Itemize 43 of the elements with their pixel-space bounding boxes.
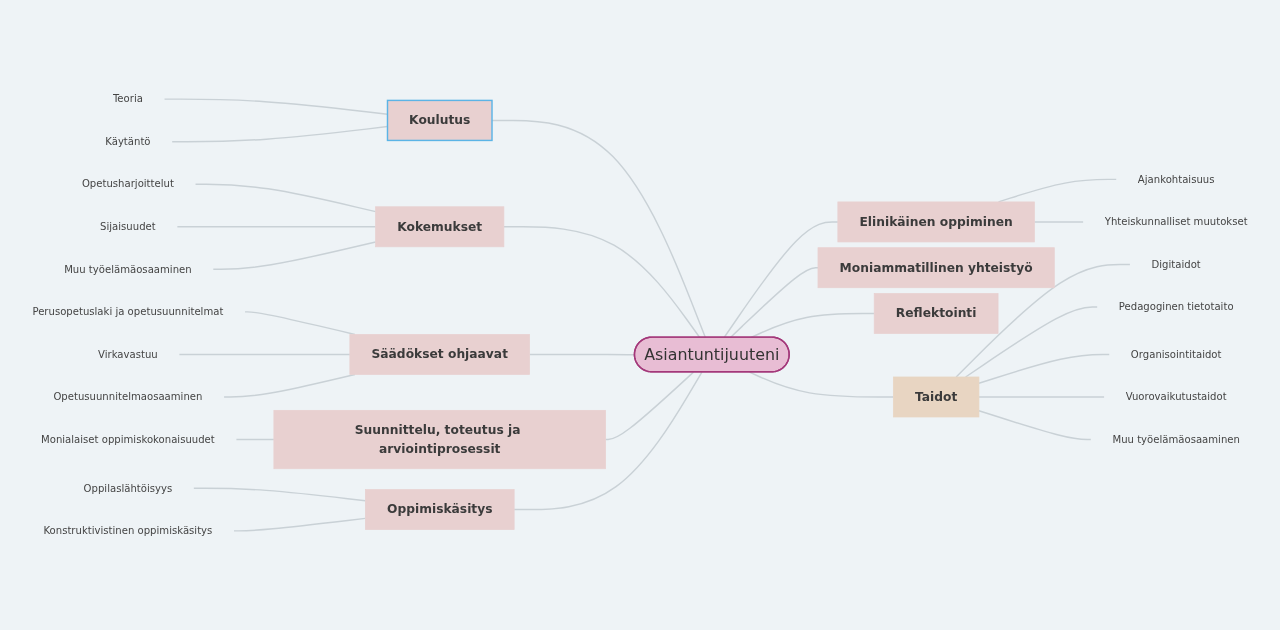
node-text: Opetusuunnitelmaosaaminen bbox=[53, 390, 203, 403]
node-text: Sijaisuudet bbox=[100, 220, 156, 233]
node-box bbox=[386, 99, 493, 142]
node-text: Teoria bbox=[112, 93, 143, 105]
node-text: Digitaidot bbox=[1151, 258, 1201, 270]
connector bbox=[604, 371, 695, 441]
node-box bbox=[873, 293, 999, 334]
node-text: Virkavastuu bbox=[98, 348, 158, 360]
connector bbox=[178, 353, 351, 356]
node-text: Perusopetuslaki ja opetusuunnitelmat bbox=[32, 305, 224, 318]
node-text: Monialaiset oppimiskokonaisuudet bbox=[41, 433, 215, 445]
node-box bbox=[349, 334, 530, 375]
node-box bbox=[375, 206, 505, 248]
node-text: Vuorovaikutustaidot bbox=[1125, 390, 1227, 403]
connector bbox=[513, 371, 703, 511]
connector bbox=[235, 438, 275, 441]
node-text: Opetusharjoittelut bbox=[81, 178, 174, 190]
node-text: Yhteiskunnalliset muutokset bbox=[1104, 215, 1248, 228]
connector bbox=[193, 487, 367, 502]
connector bbox=[729, 267, 819, 339]
node-text: Konstruktivistinen oppimiskäsitys bbox=[43, 524, 213, 537]
node-box bbox=[837, 201, 1035, 243]
node-text: Muu työelämäosaaminen bbox=[1112, 433, 1240, 445]
node-text: Käytäntö bbox=[105, 135, 151, 148]
node-box bbox=[365, 489, 515, 530]
connector bbox=[194, 183, 377, 213]
connector bbox=[176, 226, 377, 228]
connector bbox=[978, 353, 1110, 384]
connector bbox=[503, 226, 701, 339]
connector bbox=[955, 263, 1131, 378]
connector bbox=[978, 410, 1092, 441]
node-text: Muu työelämäosaaminen bbox=[64, 263, 192, 275]
connector bbox=[723, 221, 839, 339]
node-text: Pedagoginen tietotaito bbox=[1118, 300, 1234, 313]
node-text: Organisointitaidot bbox=[1130, 348, 1222, 360]
connector bbox=[748, 371, 895, 398]
connector bbox=[212, 241, 377, 271]
node-box bbox=[893, 376, 980, 418]
node-text: Ajankohtaisuus bbox=[1137, 173, 1215, 185]
connector bbox=[233, 517, 367, 532]
node-box bbox=[817, 247, 1055, 289]
node-box bbox=[273, 409, 606, 470]
node-text: Oppilaslähtöisyys bbox=[83, 482, 173, 494]
